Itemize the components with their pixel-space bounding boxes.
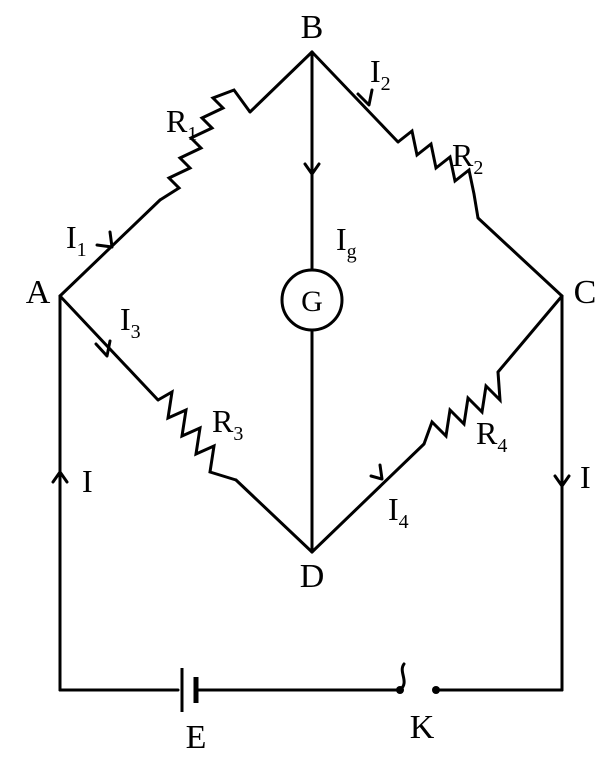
current-label-i3: I3 xyxy=(120,301,141,343)
current-label-i1: I1 xyxy=(66,219,87,261)
resistor-label-r1: R1 xyxy=(166,103,197,145)
resistor-r3 xyxy=(157,389,237,482)
current-label-left: I xyxy=(82,463,93,499)
resistor-r4 xyxy=(422,371,502,445)
arrow-i4 xyxy=(369,463,384,481)
resistor-label-r2: R2 xyxy=(452,137,483,179)
current-label-i2: I2 xyxy=(370,53,391,95)
wire-b-c xyxy=(310,50,564,298)
resistor-r1 xyxy=(159,88,252,202)
resistor-r2 xyxy=(397,128,480,219)
arrow-i3 xyxy=(94,339,112,358)
arrow-left-up xyxy=(51,470,69,484)
wire-a-b xyxy=(58,50,314,298)
galvanometer-label: G xyxy=(301,285,323,318)
key-contact xyxy=(398,662,406,692)
battery-label: E xyxy=(186,719,207,756)
current-label-ig: Ig xyxy=(336,221,357,263)
node-label-b: B xyxy=(301,9,324,46)
current-label-i4: I4 xyxy=(388,491,409,533)
arrow-ig xyxy=(303,162,321,176)
node-label-c: C xyxy=(574,274,597,311)
arrow-right-down xyxy=(553,474,571,488)
arrow-i1 xyxy=(95,230,114,249)
galvanometer-circle xyxy=(280,268,344,332)
resistor-label-r3: R3 xyxy=(212,403,243,445)
wire-d-c xyxy=(310,294,564,554)
current-label-right: I xyxy=(580,459,591,495)
key-terminal-right xyxy=(432,686,440,694)
key-label: K xyxy=(410,709,435,746)
wire-a-d xyxy=(58,294,314,554)
node-label-d: D xyxy=(300,558,325,595)
arrow-i2 xyxy=(356,88,374,107)
resistor-label-r4: R4 xyxy=(476,415,507,457)
node-label-a: A xyxy=(26,274,51,311)
